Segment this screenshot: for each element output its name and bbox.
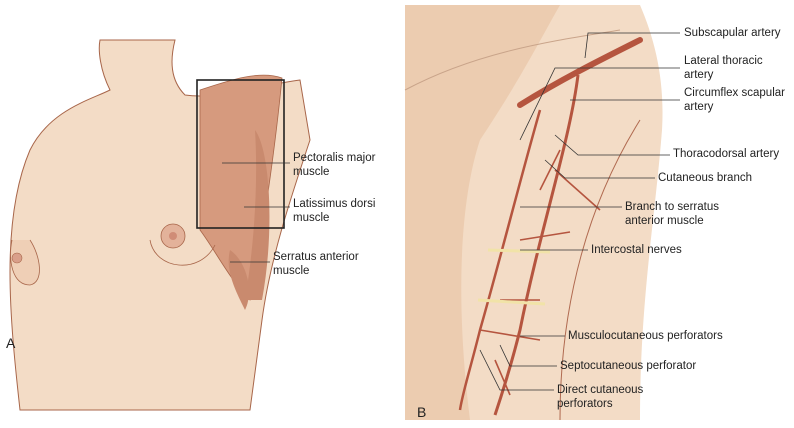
- lateral-thoracic-artery: [458, 109, 542, 411]
- label-branch-to-serratus: Branch to serratus anterior muscle: [625, 200, 719, 228]
- label-line: Branch to serratus: [625, 201, 719, 213]
- label-line: Circumflex scapular: [684, 87, 785, 99]
- leader-lines: [479, 32, 680, 391]
- label-line: perforators: [557, 398, 613, 410]
- label-septocutaneous-perforator: Septocutaneous perforator: [560, 360, 697, 372]
- label-line: muscle: [293, 212, 330, 224]
- label-line: artery: [684, 69, 714, 81]
- axilla-detail-illustration: [404, 5, 680, 421]
- label-serratus-anterior: Serratus anterior muscle: [273, 250, 359, 278]
- label-thoracodorsal-artery: Thoracodorsal artery: [673, 148, 780, 160]
- label-line: muscle: [293, 166, 330, 178]
- axillary-artery: [517, 37, 643, 108]
- label-musculocutaneous-perforators: Musculocutaneous perforators: [568, 330, 723, 342]
- label-intercostal-nerves: Intercostal nerves: [591, 244, 682, 256]
- label-line: artery: [684, 101, 714, 113]
- label-line: Pectoralis major: [293, 152, 376, 164]
- label-circumflex-scapular-artery: Circumflex scapular artery: [684, 86, 785, 114]
- label-line: Lateral thoracic: [684, 55, 763, 67]
- intercostal-nerve: [477, 298, 546, 306]
- label-line: Direct cutaneous: [557, 384, 644, 396]
- label-line: Latissimus dorsi: [293, 198, 376, 210]
- label-direct-cutaneous-perforators: Direct cutaneous perforators: [557, 383, 643, 411]
- label-cutaneous-branch: Cutaneous branch: [658, 172, 752, 184]
- panel-letter-b: B: [417, 404, 427, 420]
- label-line: anterior muscle: [625, 215, 704, 227]
- thoracodorsal-artery: [493, 74, 580, 416]
- latissimus-dorsi: [245, 130, 270, 300]
- label-lateral-thoracic-artery: Lateral thoracic artery: [684, 54, 763, 82]
- label-line: Serratus anterior: [273, 251, 359, 263]
- label-subscapular-artery: Subscapular artery: [684, 27, 781, 39]
- label-pectoralis-major: Pectoralis major muscle: [293, 151, 375, 179]
- label-line: muscle: [273, 265, 310, 277]
- serratus-anterior: [228, 250, 250, 310]
- detail-box: [196, 79, 285, 229]
- label-latissimus-dorsi: Latissimus dorsi muscle: [293, 197, 375, 225]
- intercostal-nerve: [487, 248, 551, 254]
- panel-letter-a: A: [6, 335, 16, 351]
- torso-illustration: [9, 39, 311, 411]
